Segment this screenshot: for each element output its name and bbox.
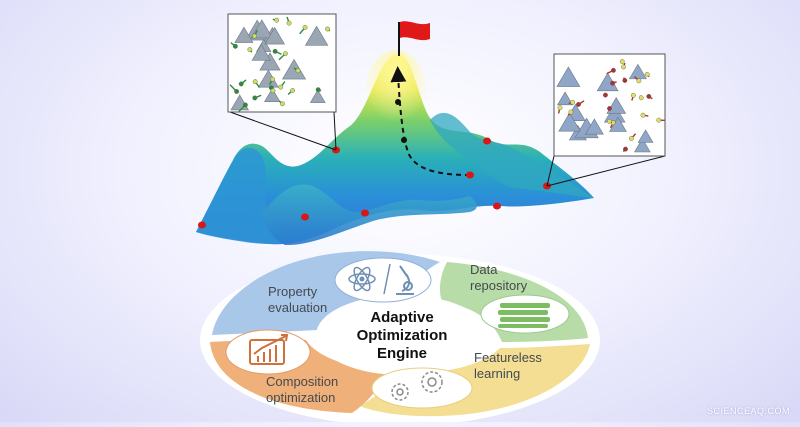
atom [234, 89, 238, 93]
sample-marker [301, 214, 309, 221]
watermark: SCIENCEAQ.COM [707, 406, 790, 416]
atom [287, 21, 291, 25]
atom [639, 96, 643, 100]
engine-title-line2: Optimization [332, 327, 472, 345]
atom [623, 78, 627, 82]
sample-marker [466, 172, 474, 179]
sample-marker [198, 222, 206, 229]
inset-right-leader [547, 156, 665, 186]
atom [239, 82, 243, 86]
atom [273, 49, 277, 53]
sample-marker [493, 203, 501, 210]
atom [603, 93, 607, 97]
atom [623, 147, 627, 151]
atom [290, 88, 294, 92]
atom [621, 65, 625, 69]
atom [253, 79, 257, 83]
atom-and-microscope-icon [335, 258, 431, 302]
atom [641, 113, 645, 117]
engine-title-line1: Adaptive [332, 309, 472, 327]
atom [243, 103, 247, 107]
atom [316, 87, 320, 91]
atom [645, 72, 649, 76]
atom [611, 68, 615, 72]
atom [576, 102, 580, 106]
peak-glow [366, 50, 426, 130]
engine-title: Adaptive Optimization Engine [332, 309, 472, 363]
atom [629, 136, 633, 140]
engine-title-line3: Engine [332, 345, 472, 363]
atom [296, 68, 300, 72]
sample-marker [361, 210, 369, 217]
atom [558, 106, 562, 110]
atom [325, 27, 329, 31]
atom [647, 94, 651, 98]
atom [631, 93, 635, 97]
atom [637, 79, 641, 83]
atom [620, 59, 624, 63]
atom [303, 25, 307, 29]
inset-left [228, 14, 336, 150]
atom [279, 85, 283, 89]
atom [570, 100, 574, 104]
atom [569, 110, 573, 114]
atom [274, 18, 278, 22]
inset-right [547, 54, 665, 186]
atom [233, 44, 237, 48]
atom [283, 51, 287, 55]
atom [271, 89, 275, 93]
atom [610, 81, 614, 85]
peak-flag [400, 21, 430, 40]
gears-icon [372, 368, 472, 408]
database-stack-icon [481, 295, 569, 333]
atom [607, 106, 611, 110]
atom [248, 47, 252, 51]
growth-chart-icon [226, 330, 310, 374]
atom [657, 118, 661, 122]
atom [252, 34, 256, 38]
atom [253, 96, 257, 100]
path-point [395, 99, 401, 105]
inset-left-leader [230, 112, 336, 150]
path-point [401, 137, 407, 143]
sample-marker [483, 138, 491, 145]
atom [270, 77, 274, 81]
atom [607, 119, 611, 123]
atom [280, 102, 284, 106]
